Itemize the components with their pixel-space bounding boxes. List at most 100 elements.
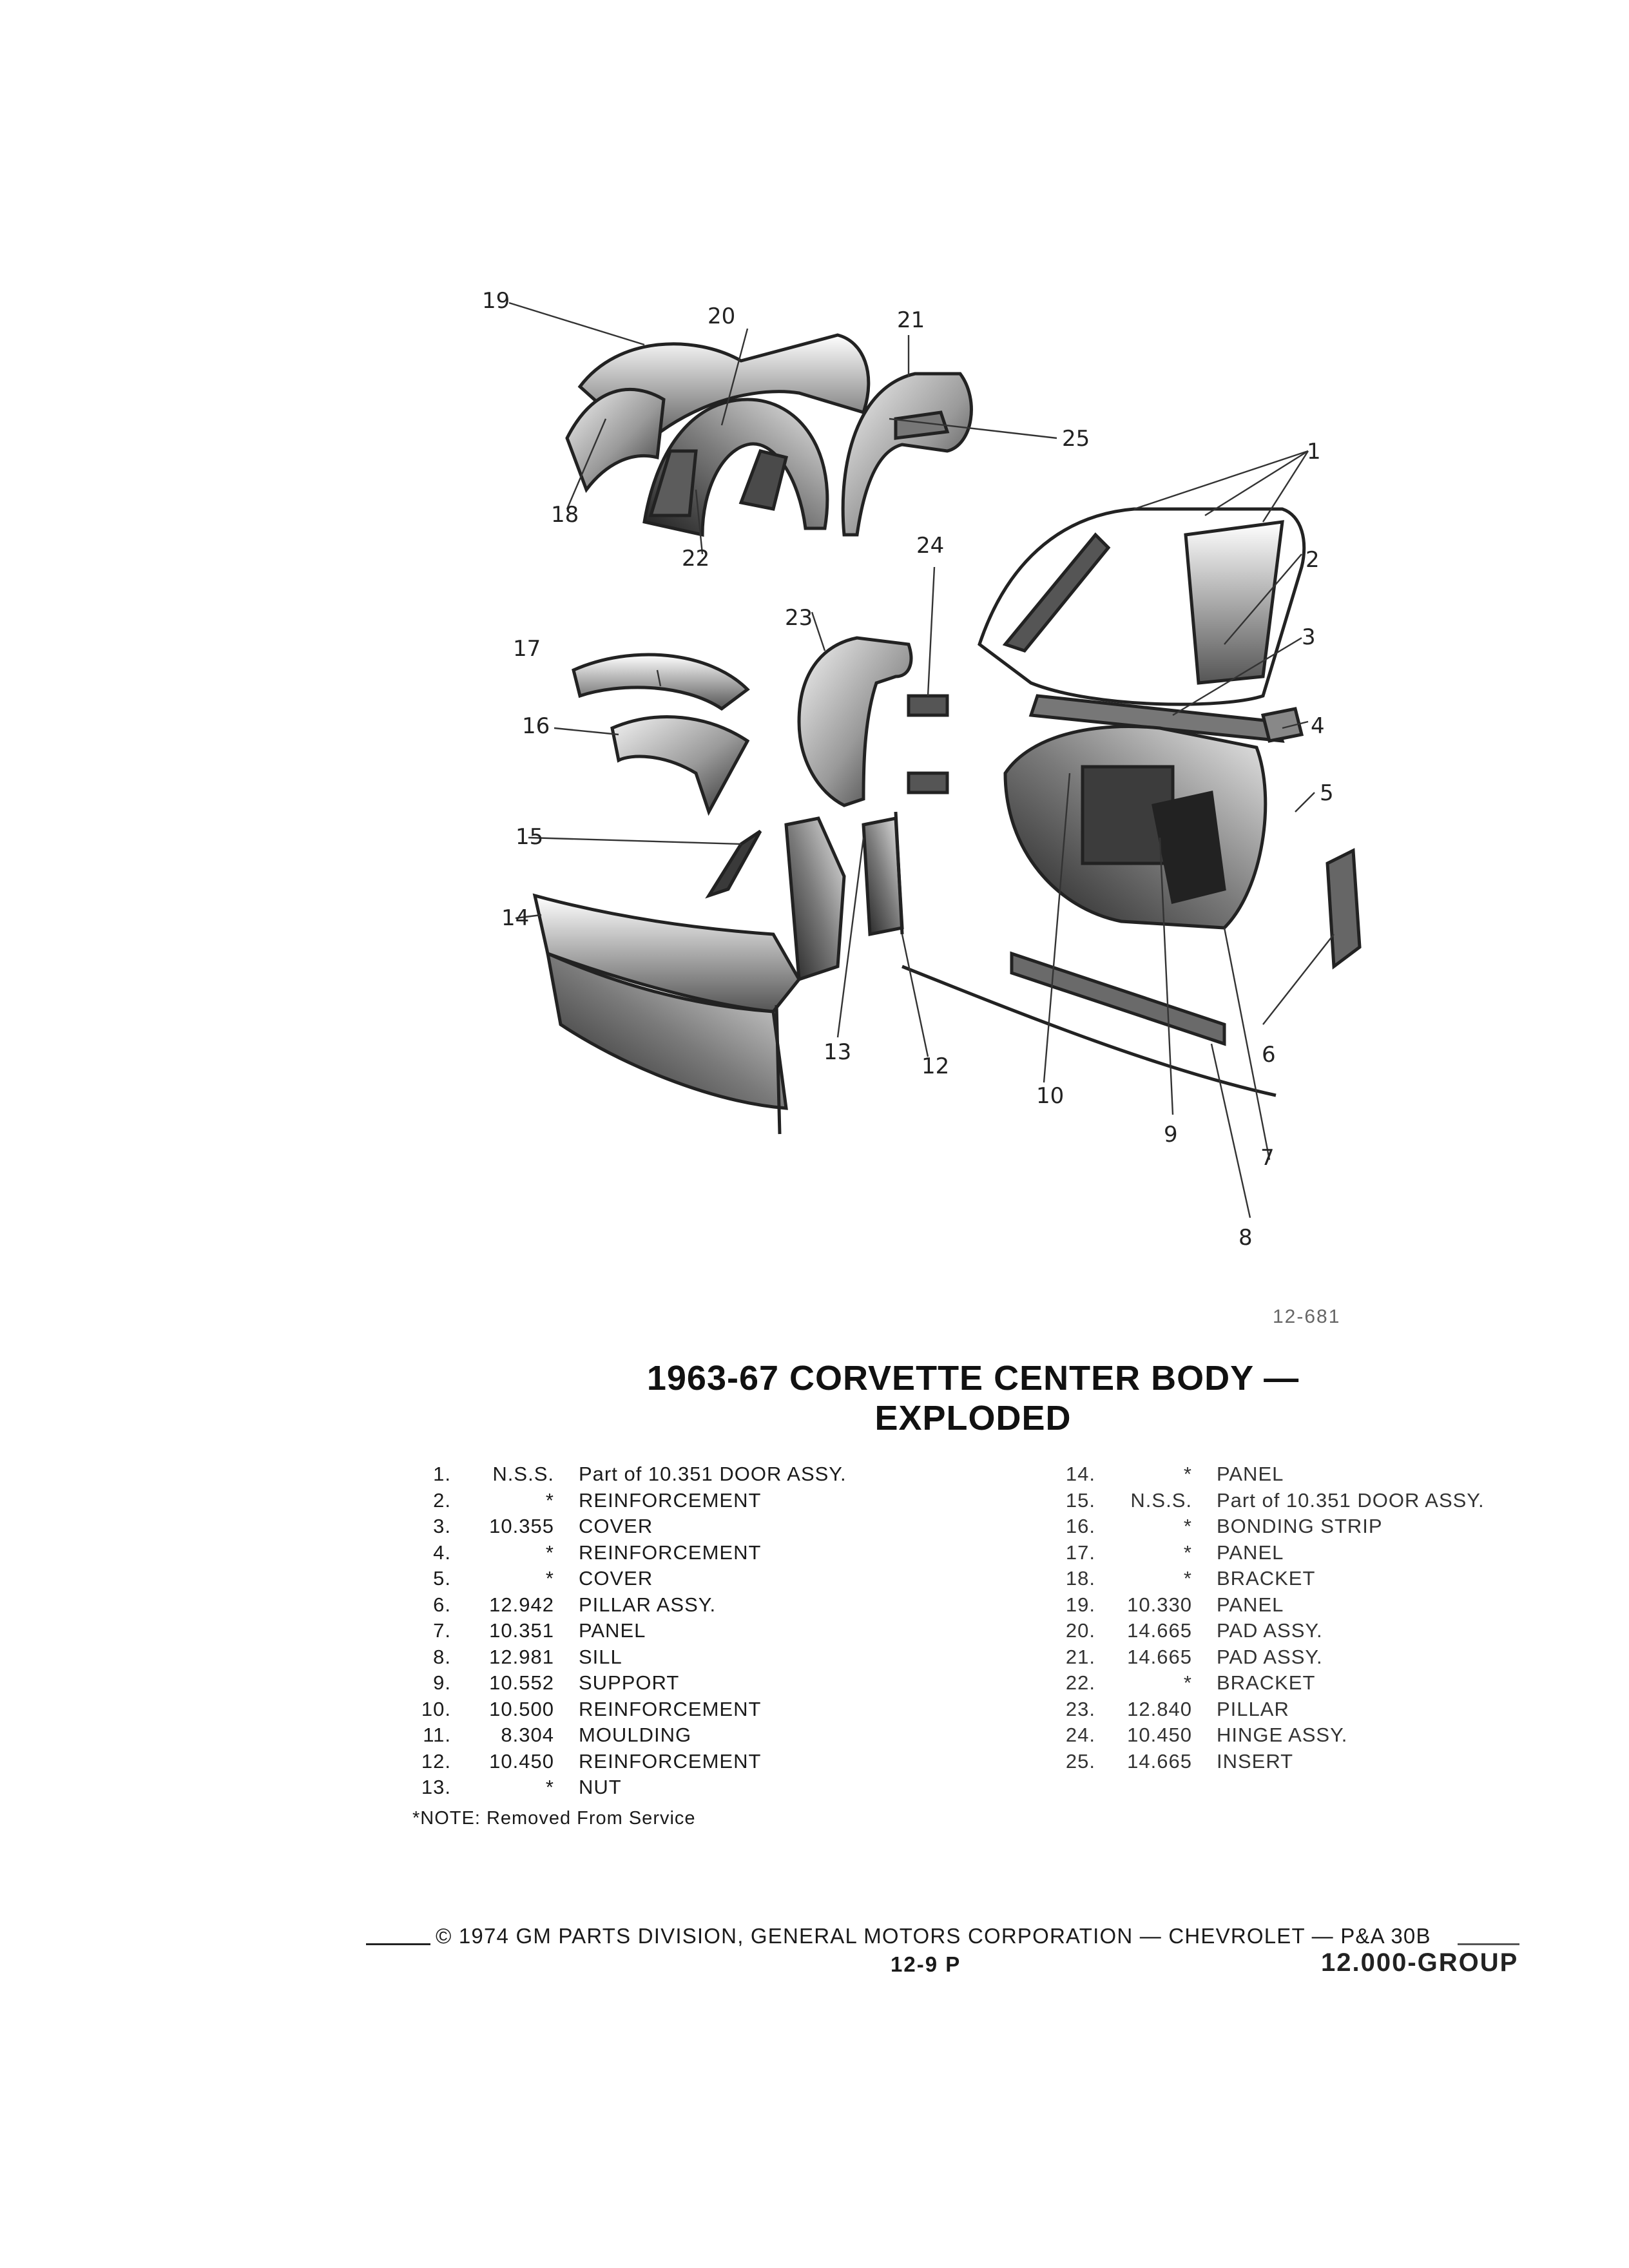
part-number: 14.665 [1127, 1645, 1192, 1668]
item-number: 23. [1065, 1697, 1095, 1720]
part-number: 10.330 [1127, 1593, 1192, 1616]
part-number: 10.450 [489, 1749, 554, 1773]
part-description: BRACKET [1217, 1671, 1316, 1694]
part-description: PANEL [1217, 1463, 1284, 1485]
parts-list-row: 7. 10.351 PANEL [412, 1618, 847, 1644]
item-number: 24. [1065, 1724, 1095, 1746]
part-number: * [545, 1488, 554, 1512]
part-description: COVER [579, 1567, 653, 1590]
parts-list-row: 17.*PANEL [1057, 1540, 1485, 1566]
part-description: SUPPORT [579, 1671, 680, 1694]
item-number: 19. [1065, 1593, 1095, 1616]
item-number: 13. [421, 1776, 451, 1798]
callout-numbers: 19 20 21 25 18 22 24 1 2 3 4 5 6 7 8 9 1… [482, 288, 1334, 1251]
part-description: INSERT [1217, 1749, 1294, 1773]
item-number: 25. [1065, 1749, 1095, 1773]
callout-5: 5 [1320, 780, 1334, 806]
parts-list-row: 18. * BRACKET [1057, 1566, 1485, 1592]
callout-21: 21 [897, 307, 925, 333]
part-description: Part of 10.351 DOOR ASSY. [579, 1463, 847, 1485]
part-number: 14.665 [1127, 1749, 1192, 1773]
part-number: * [1183, 1567, 1192, 1590]
item-number: 4. [433, 1541, 451, 1564]
parts-list-row: 19. 10.330 PANEL [1057, 1592, 1485, 1619]
door-frame-parts [901, 507, 1362, 1097]
callout-14: 14 [501, 905, 529, 931]
part-description: NUT [579, 1776, 622, 1798]
drawing-number: 12-681 [1273, 1306, 1341, 1327]
part-description: MOULDING [579, 1724, 692, 1746]
part-description: PAD ASSY. [1217, 1619, 1323, 1642]
callout-17: 17 [513, 636, 541, 662]
parts-list-row: 5.*COVER [412, 1566, 847, 1592]
part-description: Part of 10.351 DOOR ASSY. [1217, 1488, 1485, 1512]
part-number: 10.351 [489, 1619, 554, 1642]
callout-3: 3 [1302, 624, 1316, 650]
parts-list-row: 2. * REINFORCEMENT [412, 1488, 847, 1514]
part-description: REINFORCEMENT [579, 1749, 762, 1773]
part-number: * [1183, 1515, 1192, 1537]
part-description: PANEL [579, 1619, 646, 1642]
part-number: 12.840 [1127, 1697, 1192, 1720]
part-description: SILL [579, 1645, 622, 1668]
callout-2: 2 [1306, 547, 1320, 573]
part-number: * [1183, 1671, 1192, 1694]
part-description: REINFORCEMENT [579, 1488, 762, 1512]
part-number: N.S.S. [492, 1463, 554, 1485]
item-number: 17. [1065, 1541, 1095, 1564]
part-number: N.S.S. [1130, 1488, 1192, 1512]
callout-15: 15 [516, 824, 543, 850]
parts-list-row: 1.N.S.S.Part of 10.351 DOOR ASSY. [412, 1461, 847, 1488]
parts-list-row: 15. N.S.S. Part of 10.351 DOOR ASSY. [1057, 1488, 1485, 1514]
item-number: 22. [1065, 1671, 1095, 1694]
parts-list-row: 11. 8.304 MOULDING [412, 1722, 847, 1749]
part-number: * [1183, 1463, 1192, 1485]
callout-7: 7 [1260, 1145, 1275, 1171]
part-number: 12.942 [489, 1593, 554, 1616]
part-description: PANEL [1217, 1593, 1284, 1616]
part-number: 10.552 [489, 1671, 554, 1694]
part-description: PILLAR ASSY. [579, 1593, 717, 1616]
item-number: 3. [433, 1515, 451, 1537]
callout-13: 13 [824, 1039, 851, 1065]
exploded-view-illustration: 19 20 21 25 18 22 24 1 2 3 4 5 6 7 8 9 1… [482, 288, 1362, 1251]
callout-18: 18 [551, 502, 579, 528]
callout-1: 1 [1307, 439, 1321, 465]
part-number: * [545, 1541, 554, 1564]
center-pillar-parts [784, 636, 949, 982]
parts-list-row: 14.*PANEL [1057, 1461, 1485, 1488]
item-number: 10. [421, 1697, 451, 1720]
copyright-line: © 1974 GM PARTS DIVISION, GENERAL MOTORS… [436, 1924, 1431, 1948]
part-number: * [1183, 1541, 1192, 1564]
callout-leaders [508, 302, 1335, 1218]
item-number: 2. [433, 1488, 451, 1512]
part-description: BONDING STRIP [1217, 1515, 1383, 1537]
parts-list-row: 16.*BONDING STRIP [1057, 1514, 1485, 1540]
callout-16: 16 [522, 713, 550, 739]
item-number: 18. [1065, 1567, 1095, 1590]
parts-list-row: 25. 14.665 INSERT [1057, 1749, 1485, 1775]
part-number: 10.355 [489, 1515, 554, 1537]
callout-20: 20 [708, 303, 735, 329]
part-number: 8.304 [501, 1724, 554, 1746]
item-number: 20. [1065, 1619, 1095, 1642]
item-number: 15. [1065, 1488, 1095, 1512]
callout-6: 6 [1262, 1042, 1276, 1068]
removed-from-service-note: *NOTE: Removed From Service [412, 1808, 696, 1829]
item-number: 7. [433, 1619, 451, 1642]
callout-24: 24 [916, 533, 944, 559]
item-number: 11. [423, 1724, 451, 1746]
group-label: 12.000-GROUP [1321, 1948, 1519, 1977]
part-description: BRACKET [1217, 1567, 1316, 1590]
page-number: 12-9 P [891, 1952, 961, 1976]
part-number: * [545, 1567, 554, 1590]
